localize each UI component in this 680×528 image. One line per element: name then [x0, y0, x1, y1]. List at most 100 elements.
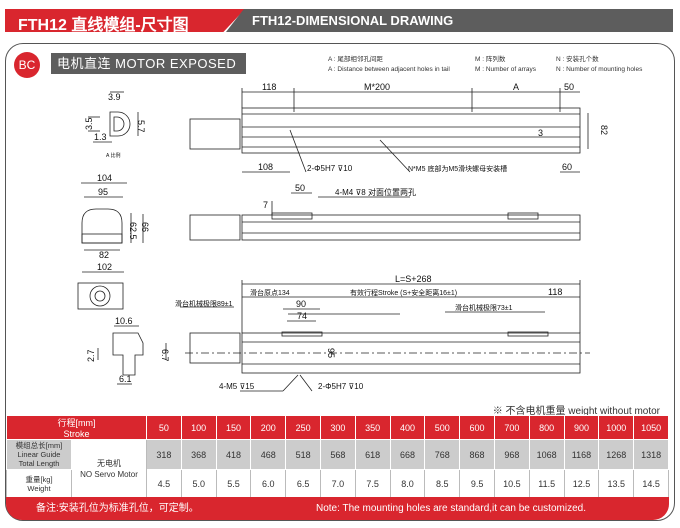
svg-text:3.9: 3.9 [108, 92, 121, 102]
svg-text:2-Φ5H7 ⊽10: 2-Φ5H7 ⊽10 [307, 164, 353, 173]
stroke-cell: 600 [459, 415, 495, 440]
svg-text:104: 104 [97, 173, 112, 183]
stroke-cell: 500 [424, 415, 461, 440]
length-cell: 568 [319, 439, 356, 470]
weight-cell: 4.5 [146, 469, 182, 499]
weight-cell: 13.5 [598, 469, 635, 499]
drawing-panel [5, 43, 675, 521]
svg-text:95: 95 [326, 348, 336, 358]
svg-text:6.7: 6.7 [160, 349, 170, 362]
svg-text:7: 7 [263, 200, 268, 210]
length-cell: 1068 [528, 439, 565, 470]
svg-text:L=S+268: L=S+268 [395, 274, 432, 284]
svg-text:6.1: 6.1 [119, 374, 132, 384]
length-cell: 1318 [633, 439, 669, 470]
svg-text:82: 82 [599, 125, 609, 135]
weight-cell: 5.5 [215, 469, 252, 499]
weight-cell: 8.0 [389, 469, 426, 499]
svg-text:66: 66 [140, 222, 150, 232]
stroke-label: 行程[mm]Stroke [6, 415, 147, 440]
detail-a-view: 3.9 3.5 5.7 1.3 A 比例 [84, 91, 146, 159]
weight-cell: 6.0 [250, 469, 287, 499]
svg-text:90: 90 [296, 299, 306, 309]
length-cell: 318 [146, 439, 182, 470]
weight-cell: 11.5 [528, 469, 565, 499]
length-cell: 418 [215, 439, 252, 470]
length-cell: 518 [285, 439, 321, 470]
page-title-en: FTH12-DIMENSIONAL DRAWING [252, 13, 454, 28]
svg-text:118: 118 [548, 287, 562, 297]
weight-cell: 9.5 [459, 469, 495, 499]
weight-cell: 5.0 [180, 469, 217, 499]
stroke-cell: 700 [493, 415, 530, 440]
end-view: 104 95 62.5 66 82 102 [81, 173, 150, 273]
weight-cell: 7.5 [354, 469, 391, 499]
motor-end-view [77, 282, 124, 310]
svg-text:1.3: 1.3 [94, 132, 107, 142]
page-title-cn: FTH12 直线模组-尺寸图 [18, 17, 189, 34]
svg-text:82: 82 [99, 250, 109, 260]
svg-text:108: 108 [258, 162, 273, 172]
svg-text:2-Φ5H7 ⊽10: 2-Φ5H7 ⊽10 [318, 382, 364, 391]
weight-cell: 8.5 [424, 469, 461, 499]
weight-note: ※ 不含电机重量 weight without motor [492, 406, 660, 417]
weight-cell: 12.5 [563, 469, 600, 499]
section-label: 电机直连 MOTOR EXPOSED [51, 53, 246, 74]
footer-note-cn: 备注:安装孔位为标准孔位，可定制。 [36, 503, 199, 514]
svg-text:4-M5 ⊽15: 4-M5 ⊽15 [219, 382, 255, 391]
length-cell: 368 [180, 439, 217, 470]
stroke-cell: 200 [250, 415, 287, 440]
svg-text:3.5: 3.5 [84, 117, 94, 130]
svg-text:118: 118 [262, 82, 276, 92]
header-gray-band [226, 9, 673, 32]
svg-text:5.7: 5.7 [136, 120, 146, 133]
weight-label: 重量[kg]Weight [6, 469, 72, 499]
svg-text:3: 3 [538, 128, 543, 138]
stroke-cell: 100 [180, 415, 217, 440]
svg-text:滑台原点134: 滑台原点134 [250, 288, 290, 297]
length-cell: 968 [493, 439, 530, 470]
svg-text:2.7: 2.7 [86, 349, 96, 362]
stroke-cell: 800 [528, 415, 565, 440]
svg-text:10.6: 10.6 [115, 316, 133, 326]
svg-text:滑台机械极限73±1: 滑台机械极限73±1 [455, 303, 513, 312]
length-cell: 468 [250, 439, 287, 470]
stroke-cell: 300 [319, 415, 356, 440]
svg-text:有效行程Stroke (S+安全距离16±1): 有效行程Stroke (S+安全距离16±1) [350, 288, 457, 297]
svg-text:50: 50 [295, 183, 305, 193]
stroke-cell: 250 [285, 415, 321, 440]
svg-text:102: 102 [97, 262, 112, 272]
svg-text:95: 95 [98, 187, 108, 197]
weight-cell: 10.5 [493, 469, 530, 499]
stroke-cell: 150 [215, 415, 252, 440]
svg-text:4-M4 ⊽8 对面位置两孔: 4-M4 ⊽8 对面位置两孔 [335, 187, 416, 197]
svg-text:60: 60 [562, 162, 572, 172]
slot-profile-view: 10.6 2.7 6.7 6.1 [86, 316, 170, 385]
footer-note-en: Note: The mounting holes are standard,it… [316, 503, 586, 514]
footer-note: 备注:安装孔位为标准孔位，可定制。 Note: The mounting hol… [6, 497, 669, 520]
side-view: 50 7 4-M4 ⊽8 对面位置两孔 [189, 183, 581, 241]
svg-text:62.5: 62.5 [128, 222, 138, 240]
weight-cell: 14.5 [633, 469, 669, 499]
bottom-view: L=S+268 滑台原点134 有效行程Stroke (S+安全距离16±1) … [175, 274, 590, 392]
length-cell: 668 [389, 439, 426, 470]
stroke-cell: 50 [146, 415, 182, 440]
stroke-cell: 350 [354, 415, 391, 440]
section-badge: BC [14, 52, 40, 78]
stroke-cell: 1000 [598, 415, 635, 440]
svg-text:50: 50 [564, 82, 574, 92]
stroke-cell: 1050 [633, 415, 669, 440]
stroke-cell: 400 [389, 415, 426, 440]
length-cell: 618 [354, 439, 391, 470]
length-cell: 768 [424, 439, 461, 470]
